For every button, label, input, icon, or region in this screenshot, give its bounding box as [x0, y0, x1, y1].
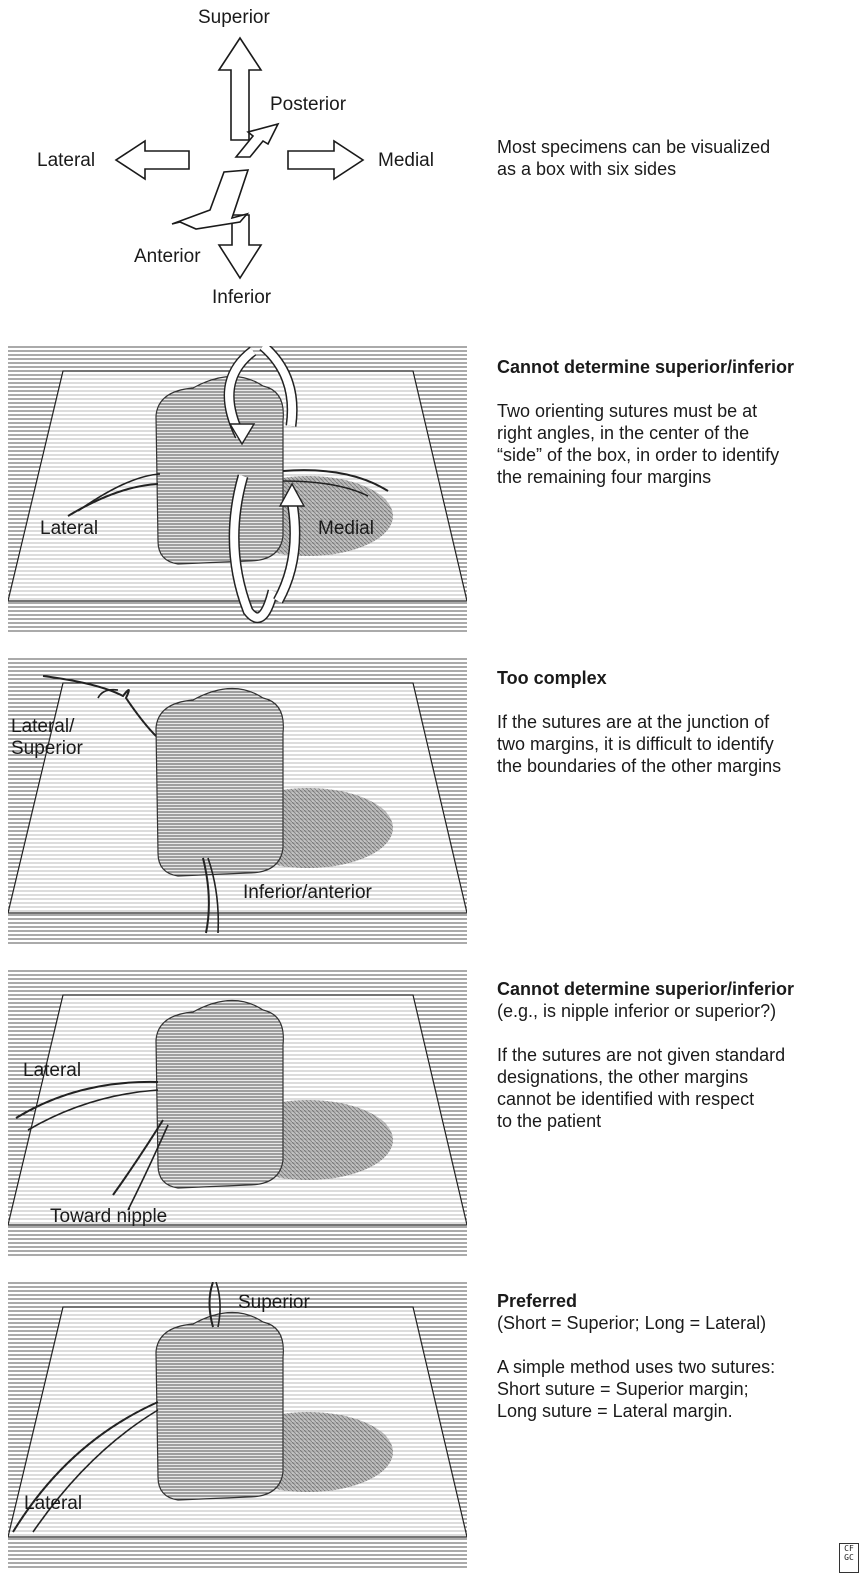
specimen-illustration	[8, 346, 467, 634]
panel-4-heading: Preferred	[497, 1290, 857, 1312]
compass-caption: Most specimens can be visualized as a bo…	[497, 136, 857, 180]
panel-2-label-inferior-anterior: Inferior/anterior	[243, 882, 372, 904]
panel-4-label-lateral: Lateral	[24, 1493, 82, 1515]
panel-2-body: If the sutures are at the junction of tw…	[497, 711, 857, 777]
panel-2-text: Too complex If the sutures are at the ju…	[497, 667, 857, 777]
inferior-label: Inferior	[212, 287, 271, 309]
panel-preferred-sutures: Superior Lateral	[8, 1282, 467, 1570]
panel-nonstandard-sutures: Lateral Toward nipple	[8, 970, 467, 1258]
lateral-arrow-icon	[116, 141, 189, 179]
posterior-label: Posterior	[270, 94, 346, 116]
panel-3-subheading: (e.g., is nipple inferior or superior?)	[497, 1000, 857, 1022]
panel-3-label-lateral: Lateral	[23, 1060, 81, 1082]
panel-1-label-lateral: Lateral	[40, 518, 98, 540]
orientation-compass: Superior Posterior Lateral Medial Anteri…	[0, 0, 480, 320]
panel-4-label-superior: Superior	[238, 1292, 310, 1314]
panel-3-heading: Cannot determine superior/inferior	[497, 978, 857, 1000]
panel-4-subheading: (Short = Superior; Long = Lateral)	[497, 1312, 857, 1334]
panel-1-label-medial: Medial	[318, 518, 374, 540]
panel-4-text: Preferred (Short = Superior; Long = Late…	[497, 1290, 857, 1422]
panel-3-body: If the sutures are not given standard de…	[497, 1044, 857, 1132]
panel-4-body: A simple method uses two sutures: Short …	[497, 1356, 857, 1422]
panel-3-text: Cannot determine superior/inferior (e.g.…	[497, 978, 857, 1132]
specimen-illustration	[8, 658, 467, 946]
panel-1-text: Cannot determine superior/inferior Two o…	[497, 356, 857, 488]
panel-1-heading: Cannot determine superior/inferior	[497, 356, 857, 378]
panel-3-label-toward-nipple: Toward nipple	[50, 1206, 167, 1228]
superior-label: Superior	[198, 7, 270, 29]
artist-signature: CF GC	[839, 1543, 859, 1573]
panel-2-label-lateral-superior: Lateral/ Superior	[11, 716, 83, 760]
medial-arrow-icon	[288, 141, 363, 179]
anterior-label: Anterior	[134, 246, 201, 268]
panel-perpendicular-sutures: Lateral Medial	[8, 346, 467, 634]
panel-2-heading: Too complex	[497, 667, 857, 689]
panel-1-body: Two orienting sutures must be at right a…	[497, 400, 857, 488]
lateral-label: Lateral	[37, 150, 95, 172]
specimen-illustration	[8, 1282, 467, 1570]
panel-junction-sutures: Lateral/ Superior Inferior/anterior	[8, 658, 467, 946]
superior-arrow-icon	[219, 38, 261, 140]
medial-label: Medial	[378, 150, 434, 172]
anterior-arrow-icon	[172, 170, 248, 229]
